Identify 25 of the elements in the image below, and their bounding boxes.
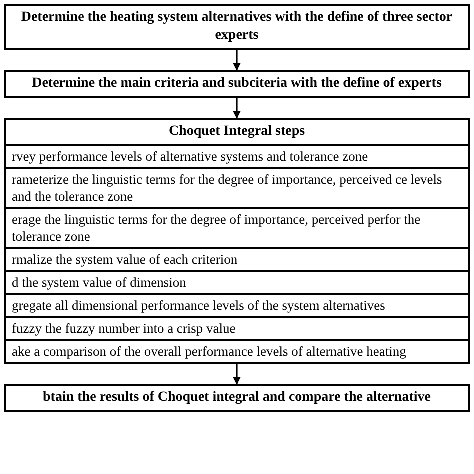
step-text: rameterize the linguistic terms for the degree of importance, perceived ce levels and the tolerance zone <box>12 171 444 205</box>
box-text: Determine the main criteria and subciteria with the define of experts <box>31 75 443 93</box>
arrow <box>233 98 241 119</box>
step-text: fuzzy the fuzzy number into a crisp value <box>12 320 237 337</box>
box-text: btain the results of Choquet integral and compare the alternative <box>42 389 432 407</box>
process-box <box>4 384 470 412</box>
arrow <box>233 50 241 71</box>
step-text: rvey performance levels of alternative systems and tolerance zone <box>12 148 370 165</box>
box-text: Determine the heating system alternatives with the define of three sector experts <box>20 9 454 45</box>
step-row <box>6 270 468 293</box>
process-box <box>4 4 470 50</box>
step-text: ake a comparison of the overall performance levels of alternative heating <box>12 343 408 360</box>
step-text: d the system value of dimension <box>12 274 188 291</box>
step-row <box>6 247 468 270</box>
arrow <box>233 364 241 385</box>
step-row <box>6 293 468 316</box>
step-row <box>6 316 468 339</box>
step-text: gregate all dimensional performance levels of the system alternatives <box>12 297 386 314</box>
step-row <box>6 144 468 167</box>
step-text: rmalize the system value of each criterion <box>12 251 239 268</box>
step-row <box>6 339 468 362</box>
process-box <box>4 70 470 98</box>
group-title: Choquet Integral steps <box>168 123 306 141</box>
step-text: erage the linguistic terms for the degree of importance, perceived perfor the tolerance zone <box>12 211 422 245</box>
group-box <box>4 118 470 364</box>
